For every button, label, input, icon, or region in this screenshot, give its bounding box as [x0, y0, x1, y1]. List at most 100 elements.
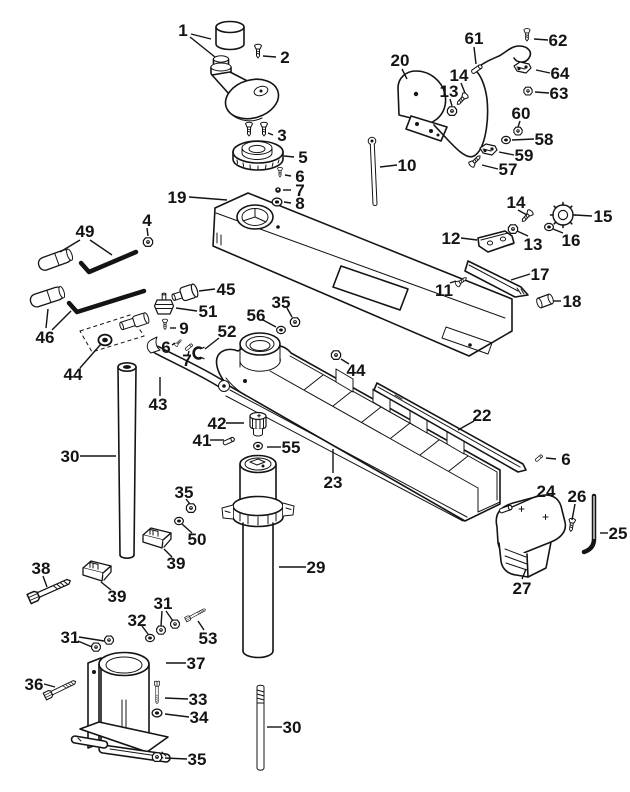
callout-1: 1 — [178, 21, 216, 58]
callout-44: 44 — [64, 343, 102, 384]
leader-line — [164, 757, 188, 760]
callout-56: 56 — [247, 306, 277, 328]
callout-53: 53 — [197, 620, 217, 648]
callout-14: 14 — [507, 193, 528, 216]
callout-number: 60 — [512, 104, 531, 123]
callout-45: 45 — [198, 280, 235, 299]
column-boss — [239, 332, 281, 372]
callout-number: 22 — [473, 406, 492, 425]
part-9-screw — [162, 318, 168, 330]
part-41-pin — [222, 436, 236, 446]
leader-line — [283, 201, 292, 204]
callout-number: 37 — [187, 654, 206, 673]
callout-number: 3 — [277, 126, 286, 145]
leader-line — [516, 230, 529, 237]
callout-13: 13 — [516, 230, 542, 254]
part-63-nut — [523, 86, 533, 96]
callout-8: 8 — [283, 194, 305, 213]
hex-wrench-lower — [66, 288, 147, 315]
leader-line — [163, 548, 173, 558]
callout-6: 6 — [545, 450, 571, 469]
callout-number: 6 — [161, 338, 170, 357]
callout-3: 3 — [267, 126, 287, 145]
leader-line — [460, 237, 478, 241]
leader-line — [340, 358, 350, 365]
part-7-ball — [275, 187, 281, 193]
callout-11: 11 — [435, 280, 457, 300]
part-59-bracket — [479, 143, 498, 156]
callout-number: 20 — [391, 51, 410, 70]
part-2-screw — [254, 43, 262, 59]
callout-number: 12 — [442, 229, 461, 248]
base-casting — [215, 332, 501, 522]
callout-number: 31 — [61, 628, 80, 647]
part-42-cap — [249, 411, 267, 437]
part-4-nut — [142, 237, 154, 247]
part-13-nut — [507, 224, 519, 234]
leader-line — [498, 151, 515, 156]
callout-6: 6 — [161, 338, 176, 357]
callout-number: 42 — [208, 414, 227, 433]
callout-33: 33 — [164, 690, 207, 709]
leader-line — [473, 46, 477, 65]
leader-line — [89, 239, 113, 256]
leader-line — [175, 307, 198, 312]
part-39-block — [82, 560, 112, 582]
callout-20: 20 — [391, 51, 410, 80]
part-35-nut — [151, 752, 163, 763]
elevating-column — [221, 454, 295, 659]
callout-49: 49 — [59, 222, 113, 256]
callout-14: 14 — [450, 66, 469, 94]
leader-line — [188, 196, 228, 201]
leader-line — [460, 82, 466, 94]
leader-line — [533, 38, 549, 41]
part-18-bushing — [534, 292, 556, 310]
part-33-bolt — [154, 680, 160, 704]
part-32-washer — [145, 633, 155, 643]
part-56-washer — [276, 325, 286, 335]
callout-7: 7 — [283, 181, 305, 200]
leader-line — [457, 420, 475, 431]
callout-number: 25 — [609, 524, 628, 543]
callout-number: 8 — [295, 194, 304, 213]
part-55-washer — [253, 441, 263, 451]
leader-line — [401, 68, 408, 80]
leader-line — [511, 495, 538, 508]
callout-58: 58 — [511, 130, 553, 149]
callout-35: 35 — [164, 750, 206, 769]
index-plate — [477, 230, 515, 253]
leader-line — [574, 214, 593, 217]
callout-number: 50 — [188, 530, 207, 549]
leader-line — [160, 610, 163, 627]
callout-number: 13 — [440, 82, 459, 101]
part-50-washer — [174, 516, 184, 526]
leader-line — [78, 636, 105, 642]
part-45-knob45 — [169, 282, 200, 305]
part-3-screw — [260, 121, 268, 137]
callout-50: 50 — [181, 523, 207, 549]
callout-37: 37 — [166, 654, 205, 673]
callout-6: 6 — [284, 167, 305, 186]
part-26-screw — [567, 517, 577, 533]
callout-22: 22 — [457, 406, 492, 431]
leader-line — [45, 308, 49, 329]
callout-42: 42 — [208, 414, 244, 433]
callout-44: 44 — [340, 358, 366, 380]
callout-38: 38 — [32, 559, 51, 588]
part-49-grip — [36, 247, 75, 273]
callout-41: 41 — [193, 431, 224, 450]
leader-line — [262, 319, 277, 328]
leader-line — [141, 625, 149, 635]
callout-number: 38 — [32, 559, 51, 578]
callout-9: 9 — [170, 319, 189, 338]
leader-line — [181, 523, 193, 534]
callout-number: 11 — [435, 281, 453, 300]
callout-61: 61 — [465, 29, 483, 65]
callout-number: 30 — [283, 718, 302, 737]
leader-line — [51, 310, 72, 331]
part-16-washer — [543, 222, 555, 232]
callout-number: 9 — [179, 319, 188, 338]
leader-line — [545, 457, 557, 460]
callout-27: 27 — [513, 568, 531, 598]
callout-number: 30 — [61, 447, 80, 466]
